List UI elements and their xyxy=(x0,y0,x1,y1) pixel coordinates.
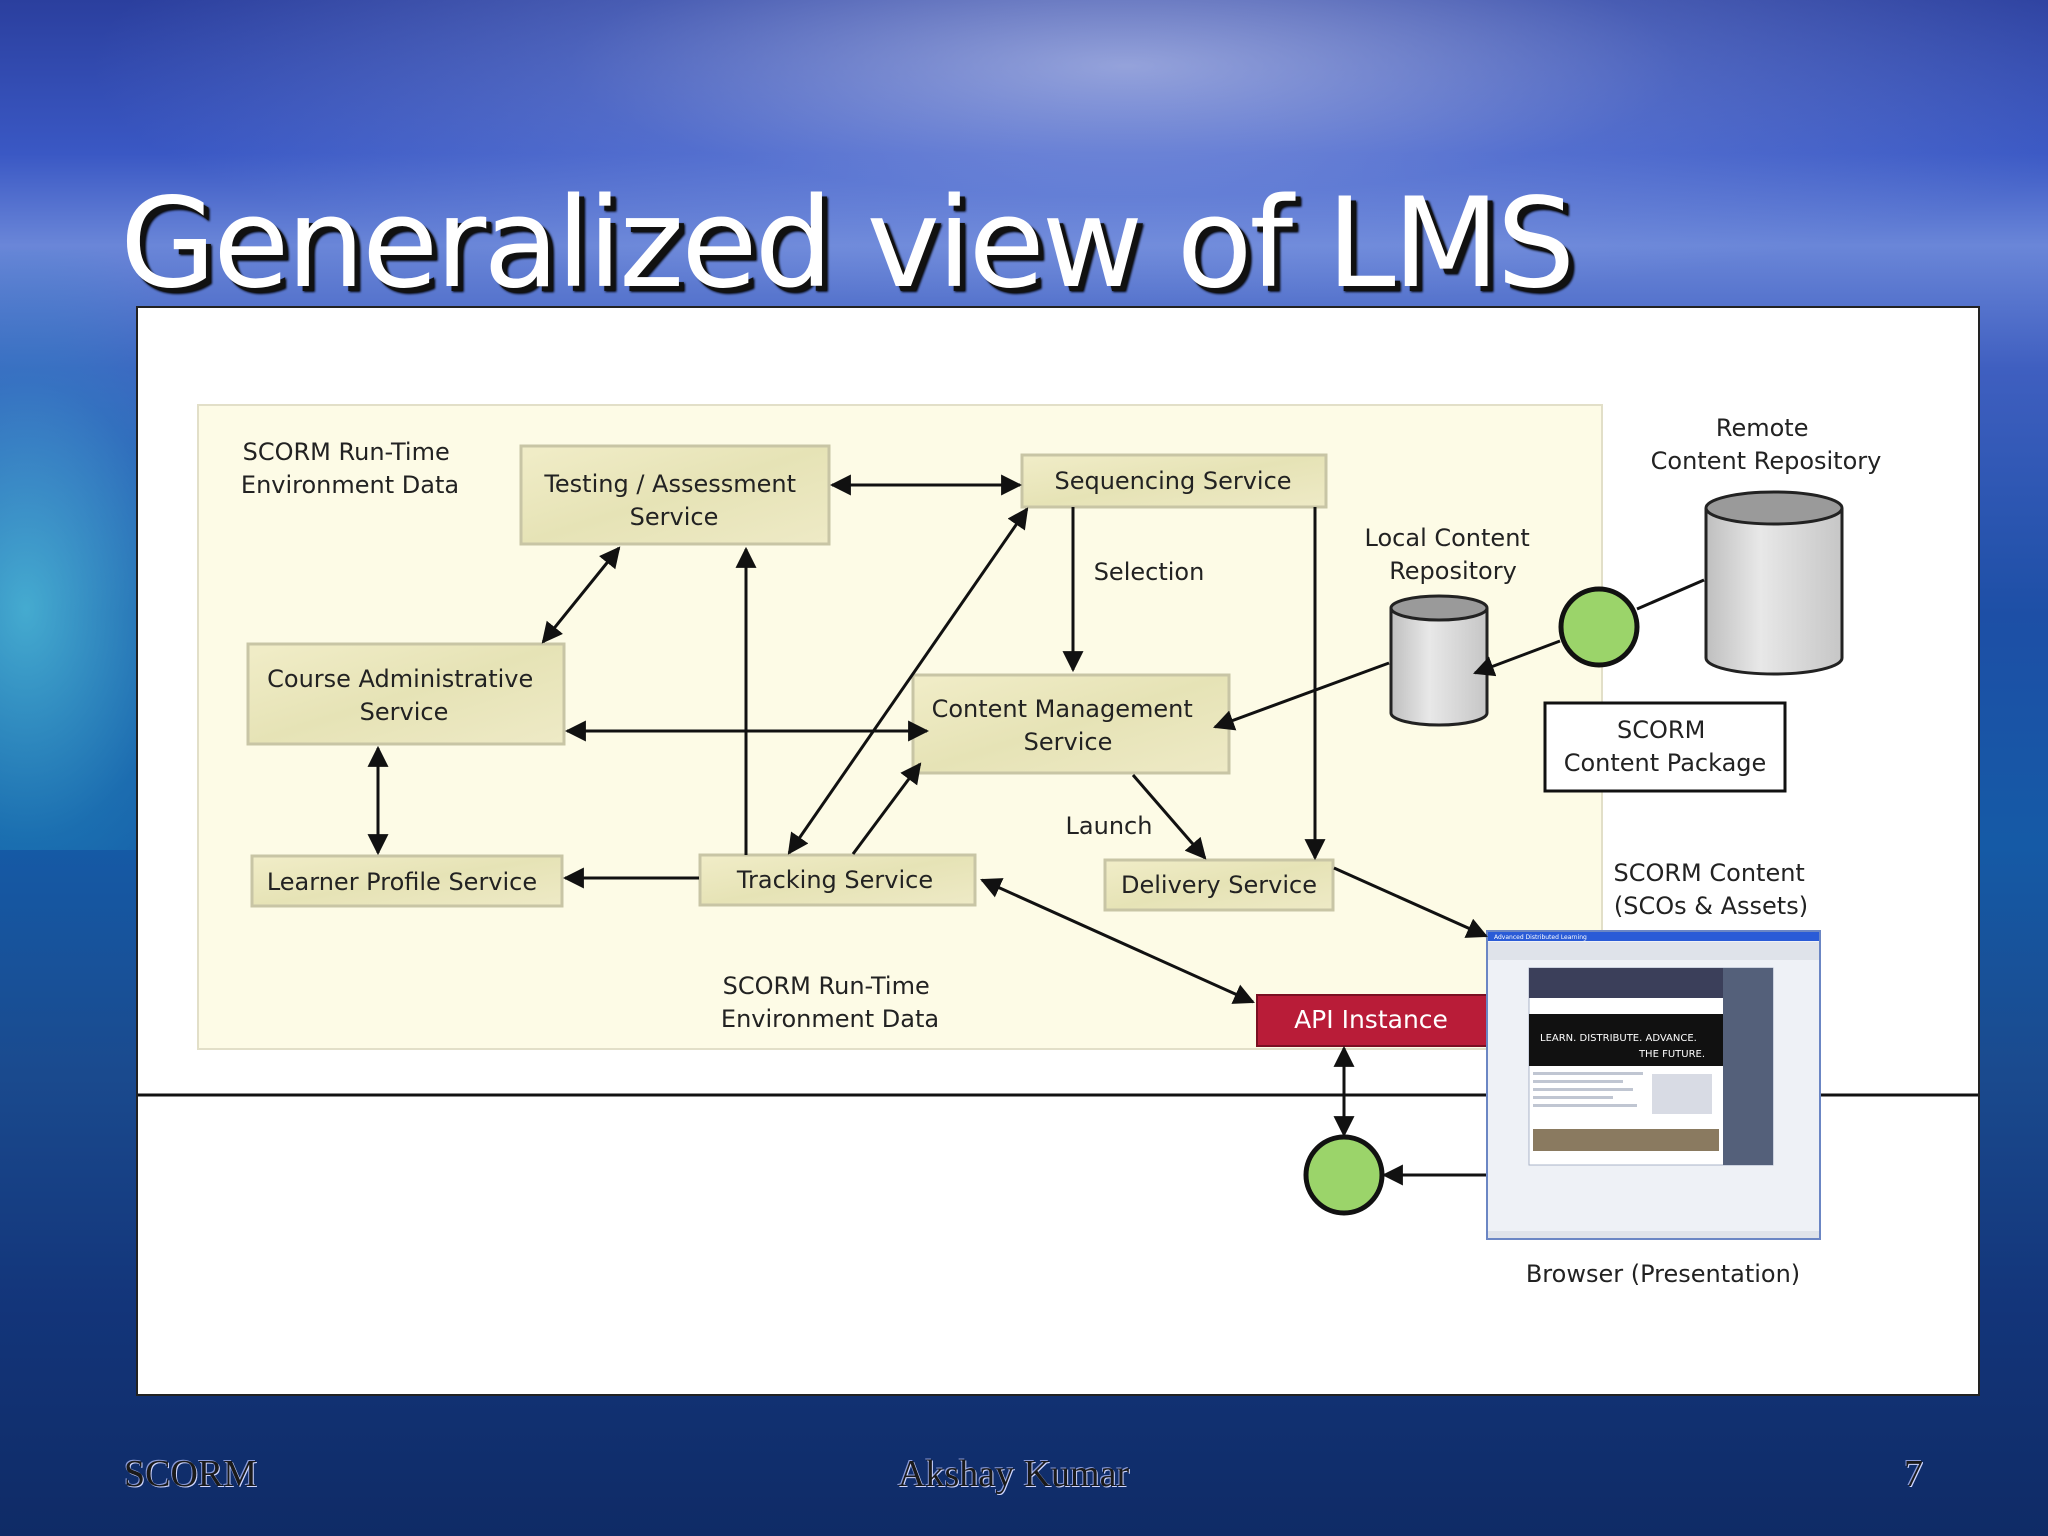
line-remote-connector xyxy=(1636,578,1705,611)
svg-text:THE FUTURE.: THE FUTURE. xyxy=(1638,1049,1705,1060)
svg-text:Delivery Service: Delivery Service xyxy=(1121,871,1317,899)
delivery-service: Delivery Service xyxy=(1103,858,1335,912)
arrow-connector-localrepo xyxy=(1473,639,1561,677)
course-administrative-service: Course Administrative Service xyxy=(246,642,566,746)
local-repository-cylinder xyxy=(1389,594,1489,727)
arrow-launch xyxy=(1131,774,1207,860)
slide-title: Generalized view of LMS xyxy=(120,172,1575,316)
launch-label: Launch xyxy=(1066,812,1153,840)
connector-node-repository xyxy=(1558,586,1640,668)
arrow-tracking-contentmgmt xyxy=(851,762,922,855)
svg-text:Tracking Service: Tracking Service xyxy=(736,866,933,894)
arrow-sequencing-tracking xyxy=(787,507,1029,855)
sequencing-service: Sequencing Service xyxy=(1020,453,1328,509)
svg-text:SCORM Content Package: SCORM Content Package xyxy=(1564,716,1767,777)
svg-text:API Instance: API Instance xyxy=(1294,1005,1448,1034)
api-instance: API Instance xyxy=(1256,994,1488,1047)
footer-author: Akshay Kumar xyxy=(898,1453,1130,1495)
testing-assessment-service: Testing / Assessment Service xyxy=(519,444,831,546)
scorm-content-package: SCORM Content Package xyxy=(1543,701,1787,793)
diagram-panel: SCORM Run-Time Environment Data SCORM Ru… xyxy=(136,306,1980,1396)
lms-diagram: SCORM Run-Time Environment Data SCORM Ru… xyxy=(138,404,1978,1288)
remote-repository-label: Remote Content Repository xyxy=(1651,414,1882,475)
tracking-service: Tracking Service xyxy=(698,853,977,907)
svg-text:LEARN. DISTRIBUTE. ADVANCE.: LEARN. DISTRIBUTE. ADVANCE. xyxy=(1540,1033,1697,1044)
svg-text:Advanced Distributed Learning: Advanced Distributed Learning xyxy=(1494,934,1587,941)
arrow-delivery-browser xyxy=(1333,866,1488,938)
svg-text:Learner Profile Service: Learner Profile Service xyxy=(267,868,537,896)
scorm-content-label: SCORM Content (SCOs & Assets) xyxy=(1614,859,1813,920)
learner-profile-service: Learner Profile Service xyxy=(250,854,564,908)
selection-label: Selection xyxy=(1094,558,1205,586)
footer-left-label: SCORM xyxy=(124,1453,258,1495)
runtime-data-label-bottom: SCORM Run-Time Environment Data xyxy=(721,972,939,1033)
svg-text:Testing / Assessment S: Testing / Assessment Service xyxy=(543,470,803,531)
background-sky xyxy=(0,0,2048,330)
arrow-testing-courseadmin xyxy=(541,546,621,644)
browser-caption: Browser (Presentation) xyxy=(1526,1260,1800,1288)
content-management-service: Content Management Service xyxy=(911,673,1231,775)
runtime-data-label-top: SCORM Run-Time Environment Data xyxy=(241,438,459,499)
page-number: 7 xyxy=(1904,1453,1923,1495)
arrow-tracking-api xyxy=(980,878,1255,1004)
svg-text:Sequencing Service: Sequencing Service xyxy=(1054,467,1291,495)
local-repository-label: Local Content Repository xyxy=(1365,524,1538,585)
arrow-localrepo-contentmgmt xyxy=(1213,661,1390,731)
remote-repository-cylinder xyxy=(1704,490,1844,676)
browser-thumbnail: Advanced Distributed Learning LEARN. DIS… xyxy=(1486,930,1821,1240)
connector-node-api xyxy=(1303,1134,1385,1216)
svg-text:Course Administrative: Course Administrative Service xyxy=(267,665,541,726)
